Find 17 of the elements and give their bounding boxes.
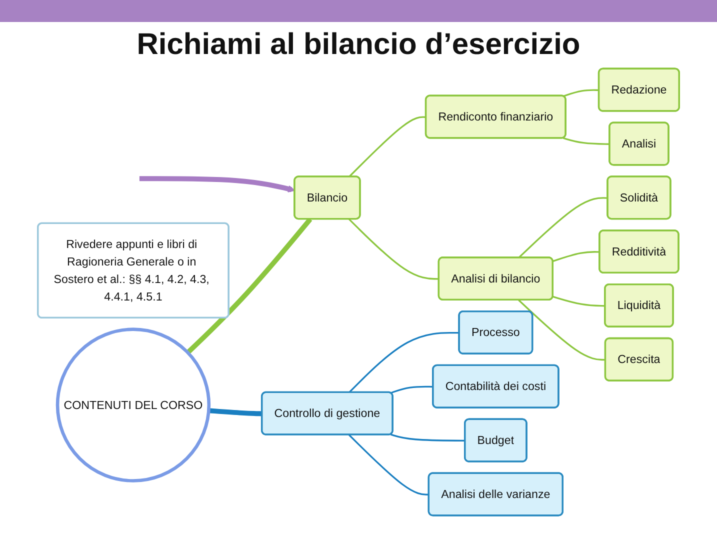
connector <box>552 251 600 262</box>
connector <box>208 408 262 416</box>
connector <box>186 218 312 354</box>
connector <box>562 137 610 145</box>
connector <box>390 434 466 442</box>
connector <box>348 116 426 178</box>
arrow <box>139 176 296 192</box>
connector <box>348 218 440 280</box>
connector <box>518 197 608 258</box>
slide-title: Richiami al bilancio d’esercizio <box>136 28 582 62</box>
connector <box>390 386 434 394</box>
connector <box>518 299 606 361</box>
connector <box>348 332 460 394</box>
connector <box>348 434 430 496</box>
connector <box>552 296 606 307</box>
node-circle: CONTENUTI DEL CORSO <box>56 328 211 482</box>
connector <box>562 89 600 98</box>
